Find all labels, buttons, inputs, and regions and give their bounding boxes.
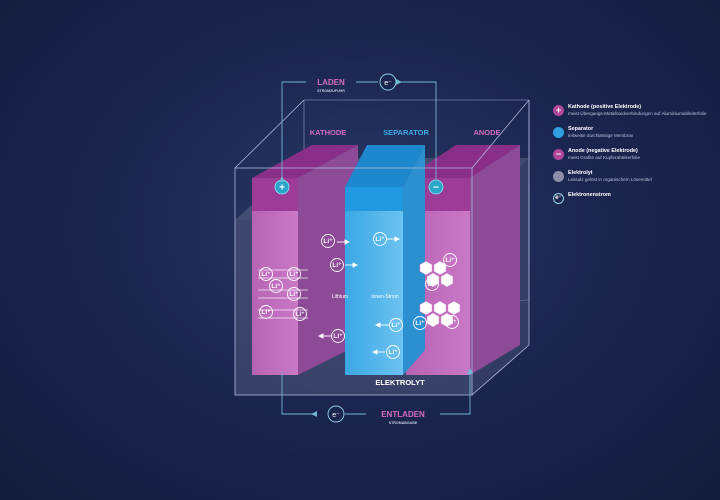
- lithium-ions: Li⁺Li⁺Li⁺Li⁺Li⁺Li⁺Li⁺Li⁺Li⁺Li⁺Li⁺Li⁺Li⁺L…: [259, 232, 459, 359]
- graphite-hexagon: [419, 260, 433, 276]
- electron-symbol: e⁻: [384, 80, 392, 87]
- minus-terminal-sign: −: [433, 183, 439, 194]
- legend-description: meist Übergangs-Metalloxidverbindungen a…: [568, 111, 707, 116]
- lithium-ion: Li⁺: [445, 315, 459, 329]
- electron-badge-top: e⁻: [379, 73, 397, 91]
- lithium-ion: Li⁺: [321, 234, 335, 248]
- legend-title: Anode (negative Elektrode): [568, 148, 638, 154]
- lithium-ion-label: Li⁺: [415, 320, 425, 327]
- lithium-ion-label: Li⁺: [261, 271, 271, 278]
- lithium-ion: Li⁺: [287, 287, 301, 301]
- graphite-hexagon: [433, 260, 447, 276]
- legend-item: + Kathode (positive Elektrode)meist Überg…: [553, 104, 713, 117]
- minus-terminal: −: [428, 179, 444, 195]
- legend-title: Elektronenstrom: [568, 192, 611, 198]
- legend-swatch: [553, 127, 564, 138]
- discharge-sub-label: STROMABGABE: [389, 421, 418, 425]
- legend-swatch: e⁻: [553, 193, 564, 204]
- legend-description: teilweise durchlässige Membran: [568, 133, 634, 138]
- charge-label: LADEN: [317, 78, 345, 87]
- graphite-hexagon: [440, 312, 454, 328]
- lithium-ion-label: Li⁺: [447, 319, 457, 326]
- electron-badge-bottom: e⁻: [327, 405, 345, 423]
- plus-terminal: +: [274, 179, 290, 195]
- external-circuit-wires: [281, 81, 471, 415]
- legend-item: e⁻ Elektronenstrom: [553, 192, 713, 204]
- legend-swatch: −: [553, 149, 564, 160]
- lithium-ion: Li⁺: [287, 267, 301, 281]
- lithium-ion-label: Li⁺: [271, 283, 281, 290]
- lithium-ion-label: Li⁺: [445, 257, 455, 264]
- graphite-hexagon: [433, 300, 447, 316]
- cathode-label: KATHODE: [310, 128, 347, 137]
- lithium-ion: Li⁺: [373, 232, 387, 246]
- lithium-ion: Li⁺: [259, 267, 273, 281]
- lithium-ion-label: Li⁺: [375, 236, 385, 243]
- anode-graphite-hexagons: [419, 260, 461, 328]
- lithium-ion: Li⁺: [330, 258, 344, 272]
- lithium-ion: Li⁺: [413, 316, 427, 330]
- charge-sub-label: STROMZUFUHR: [317, 89, 345, 93]
- graphite-hexagon: [426, 272, 440, 288]
- lithium-ion-label: Li⁺: [388, 349, 398, 356]
- lithium-ion-label: Li⁺: [333, 333, 343, 340]
- electron-symbol: e⁻: [332, 412, 340, 419]
- lithium-ion: Li⁺: [331, 329, 345, 343]
- lithium-ion-label: Li⁺: [295, 311, 305, 318]
- electrolyte-label: ELEKTROLYT: [375, 378, 425, 387]
- graphite-hexagon: [419, 300, 433, 316]
- graphite-hexagon: [447, 300, 461, 316]
- lithium-ion: Li⁺: [425, 277, 439, 291]
- cathode-electrode: [252, 145, 358, 375]
- legend-title: Separator: [568, 126, 594, 132]
- legend: + Kathode (positive Elektrode)meist Überg…: [553, 104, 713, 208]
- legend-title: Kathode (positive Elektrode): [568, 104, 642, 110]
- ion-current-label: Ionen-Strom: [371, 294, 399, 300]
- legend-title: Elektrolyt: [568, 170, 593, 176]
- lithium-ion-label: Li⁺: [289, 291, 299, 298]
- lithium-ion-label: Li⁺: [323, 238, 333, 245]
- box-front-edges: [234, 99, 530, 396]
- separator-label: SEPARATOR: [383, 128, 429, 137]
- lithium-ion-label: Li⁺: [332, 262, 342, 269]
- lithium-ion-label: Li⁺: [289, 271, 299, 278]
- legend-description: meist Grafite auf Kupferableiterfolie: [568, 155, 641, 160]
- wire-arrowheads: [279, 79, 473, 417]
- lithium-ion: Li⁺: [389, 318, 403, 332]
- lithium-ion-label: Li⁺: [261, 309, 271, 316]
- lithium-ion: Li⁺: [386, 345, 400, 359]
- graphite-hexagon: [426, 312, 440, 328]
- legend-description: Leitsalz gelöst in organischem Lösemitte…: [568, 177, 652, 182]
- legend-swatch: [553, 171, 564, 182]
- lithium-ion-label: Li⁺: [391, 322, 401, 329]
- anode-label: ANODE: [473, 128, 500, 137]
- lithium-ion: Li⁺: [443, 253, 457, 267]
- lithium-ion: Li⁺: [269, 279, 283, 293]
- graphite-hexagon: [440, 272, 454, 288]
- legend-item: −Anode (negative Elektrode)meist Grafite…: [553, 148, 713, 161]
- lithium-ion: Li⁺: [293, 307, 307, 321]
- lithium-label: Lithium: [332, 294, 348, 300]
- plus-terminal-sign: +: [279, 183, 285, 194]
- legend-swatch: +: [553, 105, 564, 116]
- ion-flow-arrows: [317, 236, 401, 355]
- lithium-ion: Li⁺: [259, 305, 273, 319]
- discharge-label: ENTLADEN: [381, 410, 425, 419]
- lithium-ion-label: Li⁺: [427, 281, 437, 288]
- separator-membrane: [345, 145, 425, 375]
